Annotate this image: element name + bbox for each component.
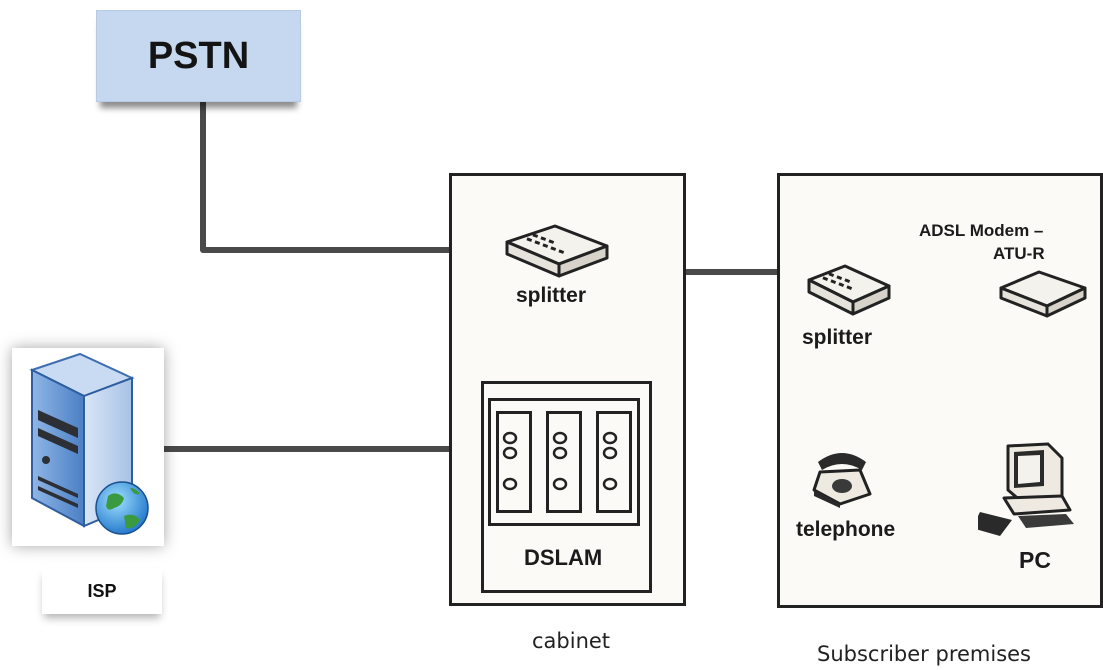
isp-label: ISP xyxy=(87,580,117,601)
dslam-port xyxy=(552,477,568,491)
isp-node: ISP xyxy=(42,568,162,614)
telephone-icon xyxy=(812,453,872,508)
dslam-line-card xyxy=(596,411,632,513)
server-icon xyxy=(29,352,149,535)
premises-splitter-label: splitter xyxy=(802,326,873,349)
dslam-port xyxy=(552,431,568,445)
splitter-icon xyxy=(807,264,891,316)
telephone-label: telephone xyxy=(796,518,896,541)
dslam-port xyxy=(552,446,568,460)
pc-icon xyxy=(978,442,1074,536)
dslam-line-card xyxy=(546,411,582,513)
dslam-card-rack xyxy=(488,398,640,526)
cabinet-caption: cabinet xyxy=(532,629,611,653)
pstn-to-splitter-line xyxy=(200,85,531,253)
dslam-port xyxy=(502,477,518,491)
subscriber-premises-box xyxy=(777,173,1103,608)
modem-label-line1: ADSL Modem – xyxy=(919,221,1044,240)
modem-label-line2: ATU-R xyxy=(993,244,1045,263)
isp-server-panel xyxy=(12,348,164,546)
dslam-port xyxy=(502,446,518,460)
pc-label: PC xyxy=(1019,547,1051,573)
dslam-port xyxy=(502,431,518,445)
globe-icon xyxy=(95,481,149,535)
pstn-label: PSTN xyxy=(147,34,250,77)
modem-icon xyxy=(999,270,1087,318)
dslam-ports xyxy=(502,431,618,491)
dslam-line-card xyxy=(496,411,532,513)
dslam-port xyxy=(602,431,618,445)
premises-caption: Subscriber premises xyxy=(817,642,1031,666)
dslam-label: DSLAM xyxy=(524,545,603,570)
splitter-icon xyxy=(505,224,609,278)
dslam-box xyxy=(481,381,652,593)
dslam-port xyxy=(602,446,618,460)
pstn-node: PSTN xyxy=(96,10,301,102)
cabinet-splitter-label: splitter xyxy=(516,284,587,307)
dslam-port xyxy=(602,477,618,491)
